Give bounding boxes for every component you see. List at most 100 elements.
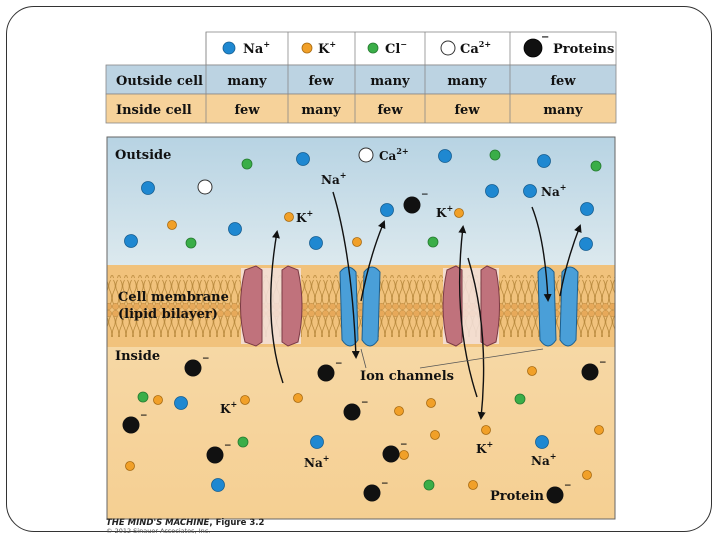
cell-outside-ca: many bbox=[447, 74, 487, 89]
label-k-inside-2: K+ bbox=[476, 439, 493, 456]
sodium-ion-dot bbox=[174, 396, 188, 410]
row-label-inside: Inside cell bbox=[116, 103, 192, 118]
cell-outside-cl: many bbox=[370, 74, 410, 89]
arrow-k-out-1 bbox=[270, 230, 284, 384]
ion-flow-arrows bbox=[270, 191, 582, 420]
potassium-ion-dot bbox=[481, 425, 491, 435]
ion-channels-pointers bbox=[360, 348, 544, 369]
protein-dot bbox=[581, 363, 599, 381]
potassium-ion-dot bbox=[430, 430, 440, 440]
sodium-ion-dot bbox=[211, 478, 225, 492]
slide-frame bbox=[6, 6, 712, 532]
header-label-cl: Cl bbox=[385, 42, 400, 57]
potassium-ion-dot bbox=[293, 393, 303, 403]
label-na-inside-2: Na+ bbox=[531, 451, 556, 468]
header-calcium: Ca2+ bbox=[440, 39, 491, 57]
protein-dot bbox=[317, 364, 335, 382]
protein-charge-minus: − bbox=[541, 32, 549, 43]
protein-label: Protein bbox=[490, 489, 545, 504]
header-label-na: Na bbox=[243, 42, 264, 57]
cell-outside-proteins: few bbox=[550, 74, 576, 89]
protein-charge: − bbox=[400, 440, 408, 450]
header-label-proteins: Proteins bbox=[553, 42, 614, 57]
inside-label: Inside bbox=[115, 349, 160, 364]
ions-outside: − bbox=[124, 147, 602, 251]
sodium-ion-dot bbox=[296, 152, 310, 166]
sodium-ion-dot bbox=[228, 222, 242, 236]
sodium-ion-dot bbox=[580, 202, 594, 216]
cell-outside-na: many bbox=[227, 74, 267, 89]
sodium-ion-dot bbox=[579, 237, 593, 251]
outside-label: Outside bbox=[115, 148, 171, 163]
potassium-ion-dot bbox=[426, 398, 436, 408]
chloride-ion-dot bbox=[137, 391, 149, 403]
sodium-ion-dot bbox=[309, 236, 323, 250]
potassium-ion-dot bbox=[284, 212, 294, 222]
sodium-ion-dot bbox=[141, 181, 155, 195]
ions-inside: − − − − − − − − − bbox=[122, 354, 607, 504]
protein-outside: − bbox=[403, 190, 429, 214]
potassium-ion-dot bbox=[399, 450, 409, 460]
header-label-k: K bbox=[318, 42, 330, 57]
arrow-na-out-2 bbox=[559, 224, 582, 297]
membrane-sublabel: (lipid bilayer) bbox=[118, 307, 218, 322]
protein-charge: − bbox=[224, 441, 232, 451]
chloride-ion-dot bbox=[427, 236, 439, 248]
header-label-ca: Ca bbox=[460, 42, 479, 57]
calcium-ion-dot bbox=[197, 179, 213, 195]
cell-inside-proteins: many bbox=[543, 103, 583, 118]
protein-dot bbox=[122, 416, 140, 434]
header-sodium: Na+ bbox=[222, 39, 270, 57]
chloride-ion-dot bbox=[237, 436, 249, 448]
protein-dot bbox=[343, 403, 361, 421]
svg-text:Ca2+: Ca2+ bbox=[460, 39, 491, 57]
cell-inside-cl: few bbox=[377, 103, 403, 118]
protein-dot bbox=[363, 484, 381, 502]
cell-inside-k: many bbox=[301, 103, 341, 118]
protein-dot bbox=[523, 38, 543, 58]
protein-charge: − bbox=[564, 481, 572, 491]
caption-title: THE MIND'S MACHINE, Figure 3.2 bbox=[106, 518, 265, 528]
membrane-label: Cell membrane bbox=[118, 290, 229, 305]
cell-membrane-diagram: Outside Inside Cell membrane (lipid bila… bbox=[106, 136, 616, 520]
protein-dot bbox=[403, 196, 421, 214]
arrow-na-in-2 bbox=[531, 206, 552, 302]
protein-dot bbox=[546, 486, 564, 504]
potassium-ion-dot bbox=[352, 237, 362, 247]
ion-channels-label: Ion channels bbox=[360, 369, 454, 384]
sodium-ion-dot bbox=[523, 184, 537, 198]
cell-outside-k: few bbox=[308, 74, 334, 89]
arrow-k-out-2 bbox=[458, 225, 478, 398]
potassium-ion-dot bbox=[454, 208, 464, 218]
potassium-ion-dot bbox=[527, 366, 537, 376]
sodium-channel-2 bbox=[537, 266, 579, 347]
ion-concentration-table: Na+ K+ Cl− Ca2+ − Proteins Outside cell … bbox=[105, 31, 617, 124]
svg-text:K+: K+ bbox=[318, 39, 336, 57]
calcium-ion-dot bbox=[358, 147, 374, 163]
protein-charge: − bbox=[599, 358, 607, 368]
chloride-ion-dot bbox=[514, 393, 526, 405]
proteins-inside bbox=[122, 359, 599, 504]
cell-inside-na: few bbox=[234, 103, 260, 118]
protein-charge: − bbox=[381, 479, 389, 489]
protein-charge: − bbox=[361, 398, 369, 408]
chloride-ion-dot bbox=[367, 42, 379, 54]
label-ca-outside: Ca2+ bbox=[379, 146, 409, 163]
protein-dot bbox=[382, 445, 400, 463]
protein-charge: − bbox=[140, 411, 148, 421]
chloride-ion-dot bbox=[590, 160, 602, 172]
arrow-na-in-1 bbox=[332, 191, 360, 359]
protein-charge: − bbox=[335, 359, 343, 369]
sodium-channel-1 bbox=[339, 266, 381, 347]
sodium-ion-dot bbox=[380, 203, 394, 217]
potassium-ion-dot bbox=[582, 470, 592, 480]
sodium-ion-dot bbox=[438, 149, 452, 163]
sodium-ion-dot bbox=[222, 41, 236, 55]
header-proteins: − Proteins bbox=[523, 32, 614, 58]
potassium-ion-dot bbox=[301, 42, 313, 54]
svg-text:−: − bbox=[421, 190, 429, 200]
figure-caption: THE MIND'S MACHINE, Figure 3.2 © 2012 Si… bbox=[106, 519, 264, 535]
chloride-ion-dot bbox=[241, 158, 253, 170]
chloride-ion-dot bbox=[185, 237, 197, 249]
protein-charge: − bbox=[202, 354, 210, 364]
